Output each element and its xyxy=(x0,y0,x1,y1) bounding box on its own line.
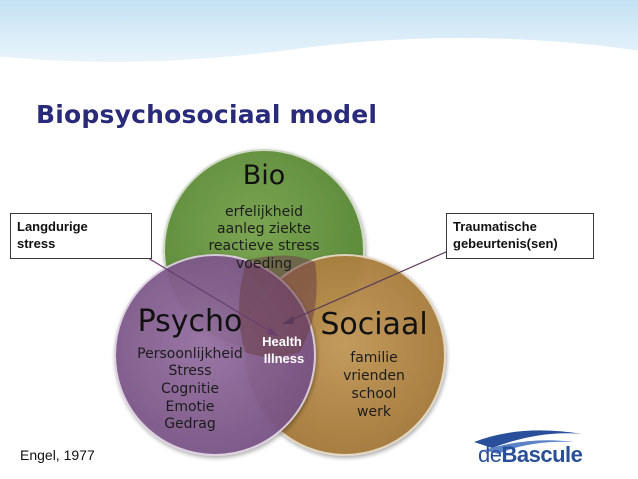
right-arrow-head xyxy=(282,316,294,324)
sociaal-item: familie xyxy=(350,350,397,366)
psycho-item: Persoonlijkheid xyxy=(137,346,243,362)
sociaal-title: Sociaal xyxy=(320,307,427,342)
psycho-item: Stress xyxy=(168,363,211,379)
callout-left-line1: Langdurige xyxy=(17,219,88,234)
logo-text: deBascule xyxy=(478,442,583,468)
bio-title: Bio xyxy=(243,160,286,191)
bio-item: aanleg ziekte xyxy=(217,221,311,237)
psycho-item: Gedrag xyxy=(164,416,216,432)
logo-prefix: de xyxy=(478,442,502,467)
logo-swoosh-icon xyxy=(474,430,582,454)
bio-item: voeding xyxy=(236,256,292,272)
sociaal-item: school xyxy=(352,386,397,402)
sociaal-item: werk xyxy=(357,404,392,420)
callout-left-line2: stress xyxy=(17,236,56,251)
logo-name: Bascule xyxy=(501,442,583,467)
left-arrow-head xyxy=(267,327,278,336)
psycho-item: Cognitie xyxy=(161,381,219,397)
sociaal-item: vrienden xyxy=(343,368,405,384)
bio-item: erfelijkheid xyxy=(225,204,303,220)
left-callout-arrow xyxy=(127,245,279,337)
bio-item: reactieve stress xyxy=(208,238,319,254)
slide-title: Biopsychosociaal model xyxy=(36,100,378,129)
citation: Engel, 1977 xyxy=(20,447,95,463)
callout-right-line1: Traumatische xyxy=(453,219,537,234)
center-overlap xyxy=(238,255,317,357)
callout-right-line2: gebeurtenis(sen) xyxy=(453,236,558,251)
callout-traumatische-gebeurtenis: Traumatische gebeurtenis(sen) xyxy=(446,213,594,259)
callout-langdurige-stress: Langdurige stress xyxy=(10,213,152,259)
psycho-item: Emotie xyxy=(165,399,214,415)
psycho-title: Psycho xyxy=(138,304,243,339)
right-callout-arrow xyxy=(281,247,456,325)
header-banner xyxy=(0,0,638,65)
center-label-health: Health xyxy=(262,334,302,349)
center-label-illness: Illness xyxy=(264,351,304,366)
